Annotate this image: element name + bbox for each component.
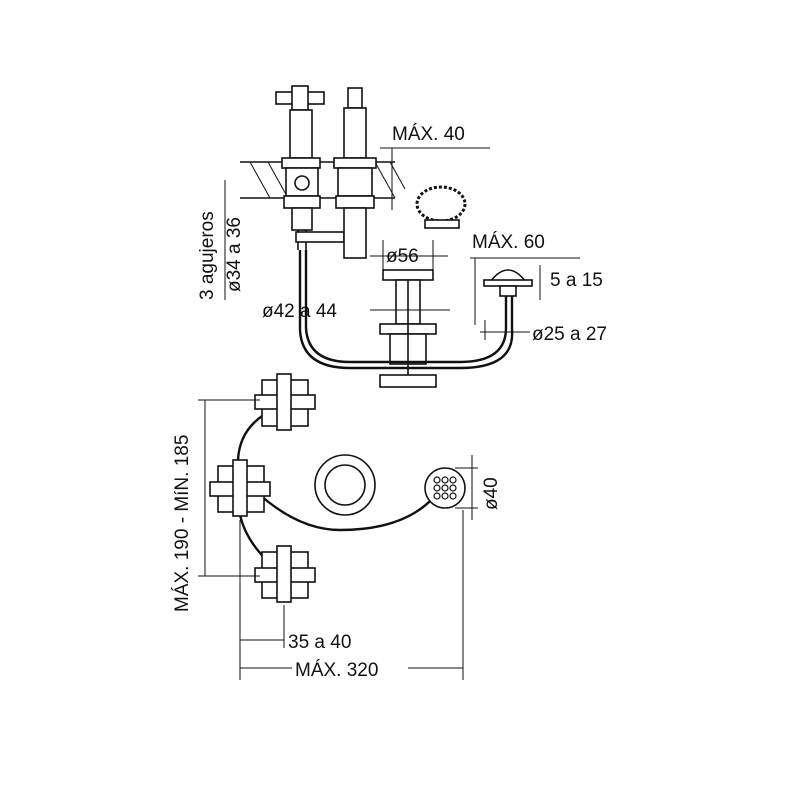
cross-handle-valve xyxy=(275,85,345,250)
cross-handle-top-2 xyxy=(254,545,316,603)
drain-top xyxy=(314,454,376,516)
label-hole-diameter: ø34 a 36 xyxy=(224,217,245,292)
label-drain-hole-diameter: ø42 a 44 xyxy=(262,301,337,322)
label-spray-hole-diameter: ø25 a 27 xyxy=(532,324,607,345)
top-view: MÁX. 190 - MíN. 185 ø40 35 a 40 MÁX. 320 xyxy=(172,373,502,681)
hose xyxy=(298,250,514,370)
label-max-60: MÁX. 60 xyxy=(472,232,545,253)
label-spray-diameter: ø40 xyxy=(481,477,502,510)
label-max-40: MÁX. 40 xyxy=(392,124,465,145)
label-offset: 35 a 40 xyxy=(288,632,351,653)
spout-valve xyxy=(333,87,377,259)
cross-handle-top xyxy=(254,373,316,431)
label-drain-diameter: ø56 xyxy=(386,246,419,267)
dimension-lines-top xyxy=(198,399,478,680)
hand-spray xyxy=(483,269,533,297)
spray-top xyxy=(424,467,466,509)
dimension-lines xyxy=(224,147,580,340)
label-5-a-15: 5 a 15 xyxy=(550,270,603,291)
label-holes: 3 agujeros xyxy=(197,211,218,300)
spout-top xyxy=(209,459,271,517)
side-view: MÁX. 40 3 agujeros ø34 a 36 ø56 MÁX. 60 … xyxy=(197,85,607,388)
pop-up-drain xyxy=(379,269,437,388)
label-max-320: MÁX. 320 xyxy=(295,660,378,681)
label-spread: MÁX. 190 - MíN. 185 xyxy=(172,435,193,612)
chain-stopper xyxy=(415,185,467,229)
deck-section xyxy=(240,161,406,199)
